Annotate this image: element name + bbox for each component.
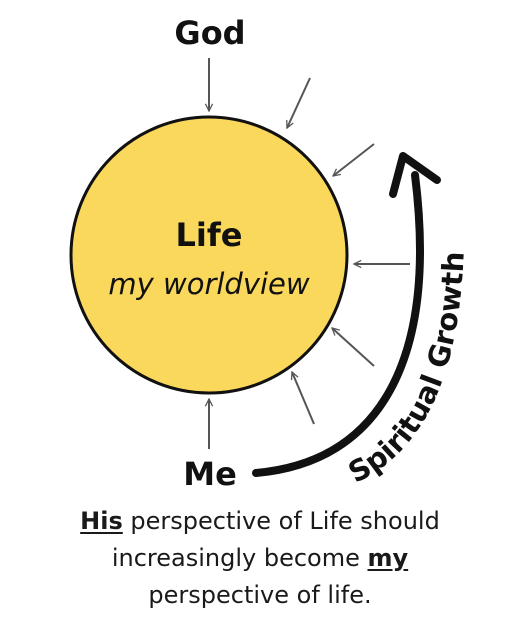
god-label: God (174, 14, 245, 52)
arrow-upper-right-1 (286, 77, 311, 128)
circle-title: Life (176, 216, 243, 254)
arrow-upper-right-2 (333, 143, 375, 176)
caption-text-1: perspective of Life should (122, 507, 440, 535)
caption-text-3: perspective of life. (148, 581, 372, 609)
spiritual-growth-label: Spiritual Growth (343, 251, 471, 490)
caption: His perspective of Life should increasin… (0, 503, 520, 614)
me-label: Me (183, 455, 237, 493)
growth-curve-arrow (252, 171, 424, 477)
spiritual-growth-text: Spiritual Growth (343, 251, 471, 490)
growth-arrowhead-icon (389, 152, 441, 198)
caption-emphasis-my: my (367, 544, 409, 572)
arrow-lower-right-1 (332, 328, 375, 367)
circle-subtitle: my worldview (108, 267, 310, 301)
caption-text-2: increasingly become (111, 544, 368, 572)
caption-emphasis-his: His (80, 507, 123, 535)
caption-line-2: increasingly become my (0, 540, 520, 577)
life-circle (69, 115, 349, 395)
caption-line-3: perspective of life. (0, 577, 520, 614)
caption-line-1: His perspective of Life should (0, 503, 520, 540)
arrow-lower-right-2 (292, 372, 315, 425)
